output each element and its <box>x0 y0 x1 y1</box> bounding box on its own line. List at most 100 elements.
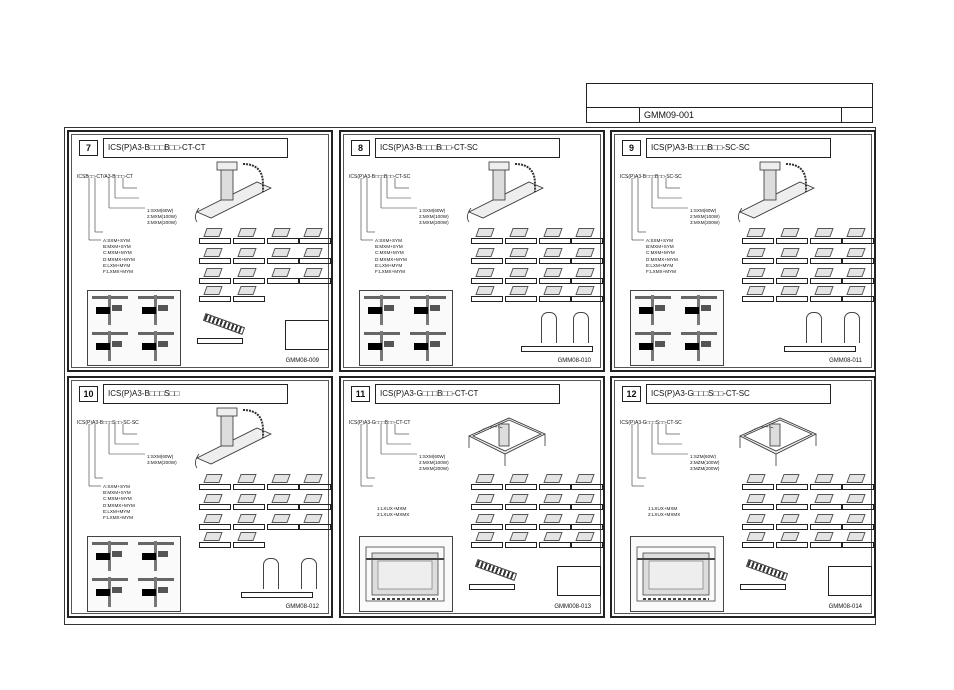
motor-block <box>142 343 156 350</box>
component-part <box>543 494 563 503</box>
part-label-box <box>776 504 808 510</box>
component-part <box>271 228 291 237</box>
part-label-box <box>776 296 808 302</box>
part-label-box <box>233 524 265 530</box>
part-label-box <box>267 278 299 284</box>
panel-model-title: ICS(P)A3-B□□□S□□ <box>103 384 288 404</box>
component-part <box>475 514 495 523</box>
motor-options: 1:SXM(60W) 2:MXM(100W) 3:MXM(200W) <box>690 208 720 226</box>
part-label-box <box>776 542 808 548</box>
part-label-box <box>505 238 537 244</box>
component-part <box>509 474 529 483</box>
part-label-box <box>571 296 603 302</box>
component-part <box>575 532 595 541</box>
component-part <box>237 514 257 523</box>
part-label-box <box>571 278 603 284</box>
component-part <box>575 248 595 257</box>
photo-area <box>630 536 724 612</box>
parts-area <box>469 228 603 354</box>
component-part <box>846 228 866 237</box>
part-label-box <box>233 238 265 244</box>
drawing-number: GMM08-012 <box>285 604 319 610</box>
component-part <box>846 474 866 483</box>
component-part <box>475 268 495 277</box>
model-code: ICS(P)A3-G□□□B□□-CT-CT <box>349 420 411 426</box>
photo-area <box>87 536 181 612</box>
motor-block <box>414 307 428 314</box>
component-part <box>746 228 766 237</box>
part-label-box <box>842 484 874 490</box>
part-label-box <box>505 278 537 284</box>
component-part <box>543 474 563 483</box>
component-part <box>780 248 800 257</box>
part-label-box <box>299 524 331 530</box>
motor-block <box>142 589 156 596</box>
drawing-number: GMM008-013 <box>554 604 591 610</box>
part-label-box <box>539 542 571 548</box>
component-part <box>780 228 800 237</box>
cable-icon <box>263 558 279 589</box>
title-block: GMM09-001 <box>586 83 873 123</box>
component-part <box>271 248 291 257</box>
parts-area <box>740 474 874 600</box>
parts-area <box>469 474 603 600</box>
part-label-box <box>742 542 774 548</box>
part-label-box <box>299 484 331 490</box>
part-label-box <box>776 484 808 490</box>
component-part <box>203 248 223 257</box>
motor-block <box>685 307 699 314</box>
code-tree-diagram <box>622 178 712 298</box>
component-part <box>237 494 257 503</box>
part-label-box <box>299 504 331 510</box>
axis-options: A:SXM+SYM B:MXM+SYM C:MXM+MYM D:MXMX+MYM… <box>103 238 135 275</box>
part-label-box <box>199 238 231 244</box>
note-box <box>828 566 872 596</box>
part-label-box <box>842 524 874 530</box>
component-part <box>780 474 800 483</box>
part-label-box <box>539 524 571 530</box>
component-part <box>475 286 495 295</box>
model-code: ICSB□□-CT/A3-B□□□-CT <box>77 174 133 180</box>
component-part <box>203 494 223 503</box>
part-label-box <box>299 278 331 284</box>
panel-model-title: ICS(P)A3-B□□□B□□-CT-SC <box>375 138 560 158</box>
cable-icon <box>573 312 589 343</box>
part-label-box <box>842 296 874 302</box>
motor-block <box>685 343 699 350</box>
part-label-box <box>810 504 842 510</box>
motor-block <box>368 343 382 350</box>
part-label-box <box>539 296 571 302</box>
component-part <box>780 268 800 277</box>
component-part <box>237 228 257 237</box>
part-label-box <box>299 258 331 264</box>
component-part <box>814 248 834 257</box>
photo-area <box>359 290 453 366</box>
part-label-box <box>471 542 503 548</box>
part-label-box <box>776 258 808 264</box>
part-label-box <box>539 238 571 244</box>
component-part <box>814 286 834 295</box>
code-tree-diagram <box>79 178 169 298</box>
part-label-box <box>810 278 842 284</box>
component-part <box>509 286 529 295</box>
part-label-box <box>842 258 874 264</box>
motor-block <box>368 307 382 314</box>
component-part <box>509 228 529 237</box>
part-label-box <box>471 258 503 264</box>
part-label-box <box>199 258 231 264</box>
part-label-box <box>742 258 774 264</box>
component-part <box>575 474 595 483</box>
part-label-box <box>505 296 537 302</box>
code-tree-diagram <box>351 178 441 298</box>
part-label-box <box>471 524 503 530</box>
component-part <box>509 514 529 523</box>
part-label-box <box>742 278 774 284</box>
component-part <box>203 514 223 523</box>
component-part <box>475 532 495 541</box>
part-label-box <box>469 584 515 590</box>
model-code: ICS(P)A3-B□□□S□□-SC-SC <box>77 420 139 426</box>
component-part <box>846 248 866 257</box>
panel-number: 9 <box>622 140 641 156</box>
